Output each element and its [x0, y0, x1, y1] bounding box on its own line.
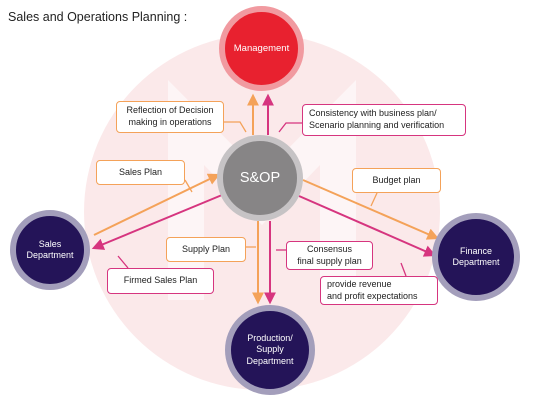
arrow-sales-plan — [93, 173, 221, 236]
consistency-label: Consistency with business plan/ Scenario… — [302, 104, 466, 136]
arrow-firmed-sales-plan — [91, 194, 223, 250]
arrow-budget-plan — [302, 179, 440, 240]
firmed-sales-plan-label: Firmed Sales Plan — [107, 268, 214, 294]
consensus-label: Consensus final supply plan — [286, 241, 373, 270]
page-title: Sales and Operations Planning : — [8, 10, 188, 24]
revenue-tail — [400, 262, 407, 277]
reflection-tail — [224, 121, 247, 133]
revenue-expectations-label: provide revenue and profit expectations — [320, 276, 438, 305]
sales-department-node: Sales Department — [10, 210, 90, 290]
budget-plan-tail — [370, 192, 378, 207]
production-supply-department-node: Production/ Supply Department — [225, 305, 315, 395]
consistency-tail — [278, 122, 302, 133]
finance-department-node: Finance Department — [432, 213, 520, 301]
sales-plan-tail — [184, 179, 193, 193]
supply-plan-label: Supply Plan — [166, 237, 246, 262]
reflection-label: Reflection of Decision making in operati… — [116, 101, 224, 133]
firmed-tail — [117, 255, 129, 269]
management-node: Management — [219, 6, 304, 91]
sop-node: S&OP — [217, 135, 303, 221]
budget-plan-label: Budget plan — [352, 168, 441, 193]
arrow-revenue-expectations — [298, 195, 437, 257]
sales-plan-label: Sales Plan — [96, 160, 185, 185]
